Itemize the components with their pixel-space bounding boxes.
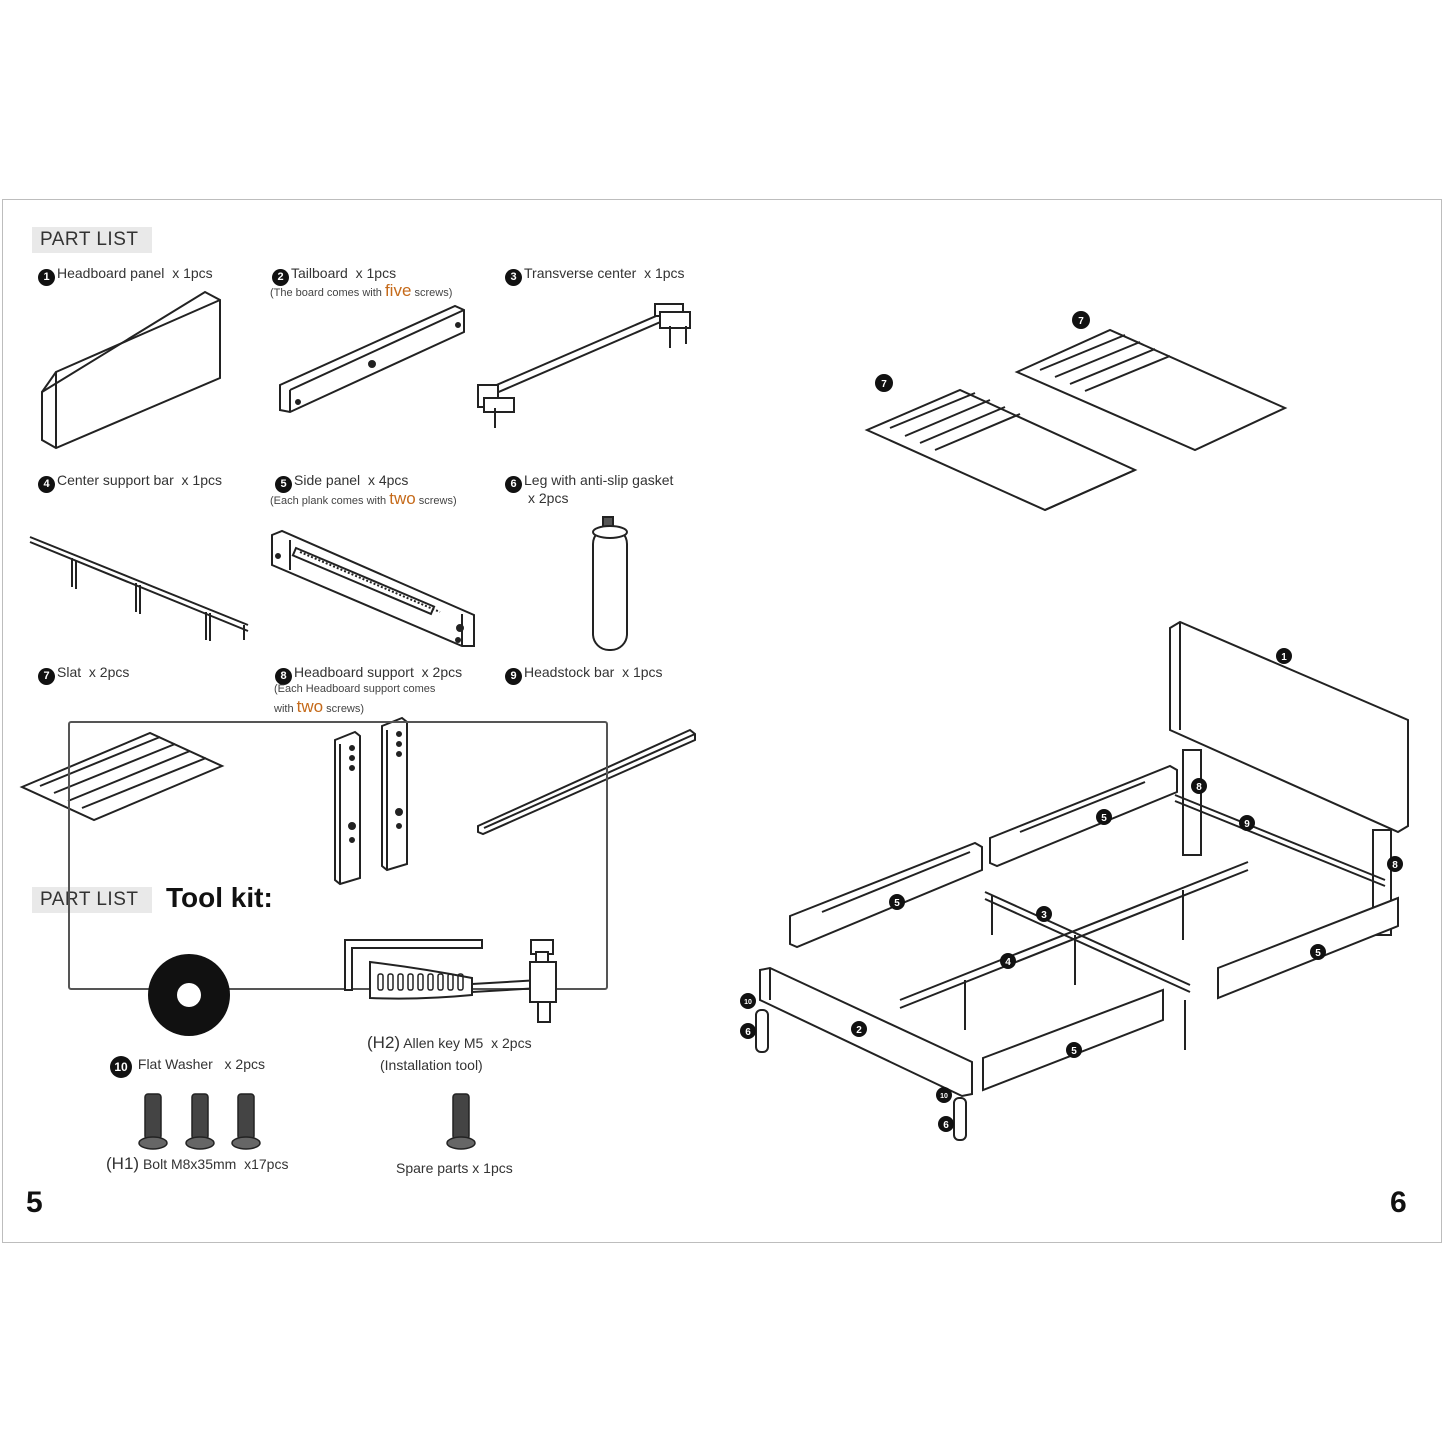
part-8-note: (Each Headboard support comes bbox=[274, 683, 436, 695]
toolkit-title: Tool kit: bbox=[166, 882, 273, 913]
spare-parts-label: Spare parts x 1pcs bbox=[396, 1160, 513, 1176]
washer-label: 10 Flat Washer x 2pcs bbox=[110, 1056, 265, 1078]
toolkit-part-list-heading: PART LIST bbox=[32, 887, 153, 913]
allen-key-note: (Installation tool) bbox=[380, 1057, 483, 1073]
part-8-note-2: with two screws) bbox=[274, 697, 365, 716]
allen-key-label: (H2) Allen key M5 x 2pcs bbox=[367, 1033, 532, 1052]
part-list-heading: PART LIST bbox=[32, 227, 153, 253]
part-6-qty: x 2pcs bbox=[528, 490, 569, 506]
page-number-left: 5 bbox=[26, 1186, 43, 1219]
part-2-note: (The board comes with five screws) bbox=[270, 281, 453, 300]
part-5-note: (Each plank comes with two screws) bbox=[270, 489, 457, 508]
bolt-label: (H1) Bolt M8x35mm x17pcs bbox=[106, 1154, 289, 1173]
page-number-right: 6 bbox=[1390, 1186, 1407, 1219]
toolkit-box bbox=[68, 721, 608, 990]
